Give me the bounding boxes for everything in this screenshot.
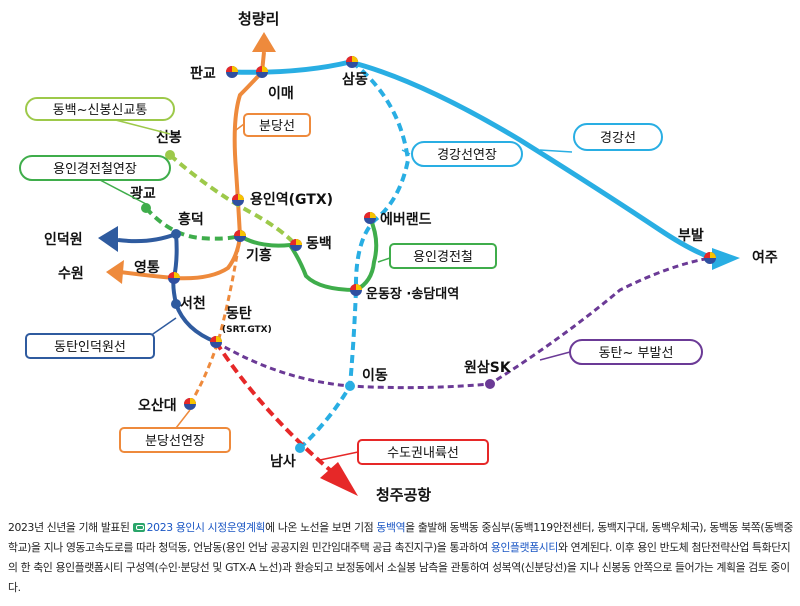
station-heungdeok: 흥덕 [178, 211, 204, 228]
svg-text:용인경전철연장: 용인경전철연장 [53, 162, 137, 177]
transfer-icon [234, 230, 246, 242]
station-gwanggyo: 광교 [130, 185, 156, 202]
everline-line [238, 217, 379, 293]
station-undongjang: 운동장 ·송담대역 [366, 286, 459, 302]
station-yongin-gtx: 용인역(GTX) [250, 191, 333, 208]
transfer-icon [210, 336, 222, 348]
caption-link-platform-city[interactable]: 용인플랫폼시티 [490, 541, 558, 554]
label-gyeonggeon-ext: 용인경전철연장 [19, 155, 171, 205]
station-giheung: 기흥 [246, 247, 272, 264]
transfer-icon [290, 239, 302, 251]
station-everland: 에버랜드 [380, 211, 432, 228]
transfer-icon [184, 398, 196, 410]
label-gyeonggang: 경강선 [539, 123, 663, 153]
transfer-icon [704, 252, 716, 264]
link-icon [132, 523, 145, 532]
station-dot-wonsam [485, 379, 495, 389]
station-yeoju: 여주 [752, 249, 778, 266]
transfer-markers [168, 56, 716, 410]
dongtan-bubal-line [215, 256, 711, 390]
svg-text:동탄인덕원선: 동탄인덕원선 [54, 340, 126, 355]
cheongju-arrowhead [320, 462, 358, 496]
caption-part-3: 을 출발해 동백동 중심부(동백119안전센터, 동백지구대, 동백우체국), … [8, 521, 793, 554]
dongbaek-sinbong-line [168, 153, 298, 247]
label-dongbaek-sinbong: 동백~신봉신교통 [25, 97, 175, 135]
svg-text:분당선연장: 분당선연장 [145, 434, 205, 449]
label-bundang-ext: 분당선연장 [119, 409, 231, 453]
svg-text:경강선연장: 경강선연장 [437, 148, 497, 163]
station-dongtan-sub: (SRT.GTX) [222, 325, 272, 335]
railway-map: 청량리 판교 이매 삼동 신봉 광교 용인역(GTX) 흥덕 인덕원 수원 영통… [19, 10, 778, 504]
label-gyeonggang-ext: 경강선연장 [401, 141, 523, 167]
station-osan-univ: 오산대 [138, 397, 177, 414]
bundang-up-arrowhead [252, 32, 276, 52]
station-suwon: 수원 [58, 266, 84, 282]
label-yongin-light-rail: 용인경전철 [377, 243, 497, 269]
station-dot-sinbong [165, 150, 175, 160]
caption-link-dongbaek[interactable]: 동백역 [376, 521, 406, 534]
transfer-icon [232, 194, 244, 206]
transfer-icon [226, 66, 238, 78]
label-bundang: 분당선 [235, 113, 311, 137]
svg-text:분당선: 분당선 [259, 119, 295, 134]
caption-link-plan[interactable]: 2023 용인시 시정운영계획 [146, 521, 266, 534]
transfer-icon [350, 284, 362, 296]
gyeonggeon-ext-line [144, 206, 241, 241]
station-imae: 이매 [268, 85, 294, 102]
station-namsa: 남사 [270, 453, 296, 470]
station-samdong: 삼동 [342, 72, 368, 88]
station-dot-heungdeok [171, 229, 181, 239]
svg-text:동백~신봉신교통: 동백~신봉신교통 [53, 103, 148, 118]
svg-text:경강선: 경강선 [600, 131, 636, 146]
station-dot-namsa [295, 443, 305, 453]
station-wonsam-sk: 원삼SK [464, 360, 512, 376]
station-seocheon: 서천 [180, 296, 206, 312]
caption-text: 2023년 신년을 기해 발표된 2023 용인시 시정운영계획에 나온 노선을… [8, 518, 794, 598]
dongtan-indeogwon-line [117, 231, 217, 344]
sudo-inland-line [214, 340, 332, 472]
caption-part-2: 에 나온 노선을 보면 기점 [265, 521, 377, 534]
caption-part-1: 2023년 신년을 기해 발표된 [8, 521, 133, 534]
station-idong: 이동 [362, 367, 388, 384]
svg-text:수도권내륙선: 수도권내륙선 [387, 446, 459, 461]
suwon-arrowhead [106, 260, 124, 284]
label-dongtan-indeogwon: 동탄인덕원선 [25, 317, 177, 359]
station-dot-gwanggyo [141, 203, 151, 213]
label-dongtan-bubal: 동탄~ 부발선 [539, 339, 703, 365]
station-cheongju-airport: 청주공항 [376, 486, 431, 504]
transfer-icon [346, 56, 358, 68]
station-dot-seocheon [171, 299, 181, 309]
gyeonggang-line [229, 59, 715, 261]
station-bubal: 부발 [678, 227, 704, 244]
transfer-icon [364, 212, 376, 224]
station-pangyo: 판교 [190, 66, 216, 82]
label-sudo-inland: 수도권내륙선 [319, 439, 489, 465]
caption-part-4: 와 연계된다. 이후 용인 반도체 첨단전략산업 특화단지의 한 축인 용인플랫… [8, 541, 791, 594]
station-yeongtong: 영통 [134, 259, 160, 276]
transfer-icon [256, 66, 268, 78]
station-dongtan: 동탄 [226, 305, 252, 322]
gyeonggang-ext-line [298, 60, 411, 450]
svg-text:동탄~ 부발선: 동탄~ 부발선 [599, 346, 674, 361]
station-cheongnyangni: 청량리 [238, 10, 279, 28]
indeogwon-arrowhead [98, 226, 118, 252]
station-sinbong: 신봉 [156, 130, 182, 146]
station-indeogwon: 인덕원 [44, 231, 83, 248]
svg-text:용인경전철: 용인경전철 [413, 250, 473, 265]
transfer-icon [168, 272, 180, 284]
gyeonggang-arrow [712, 248, 740, 270]
station-dongbaek: 동백 [306, 236, 332, 252]
station-dot-idong [345, 381, 355, 391]
